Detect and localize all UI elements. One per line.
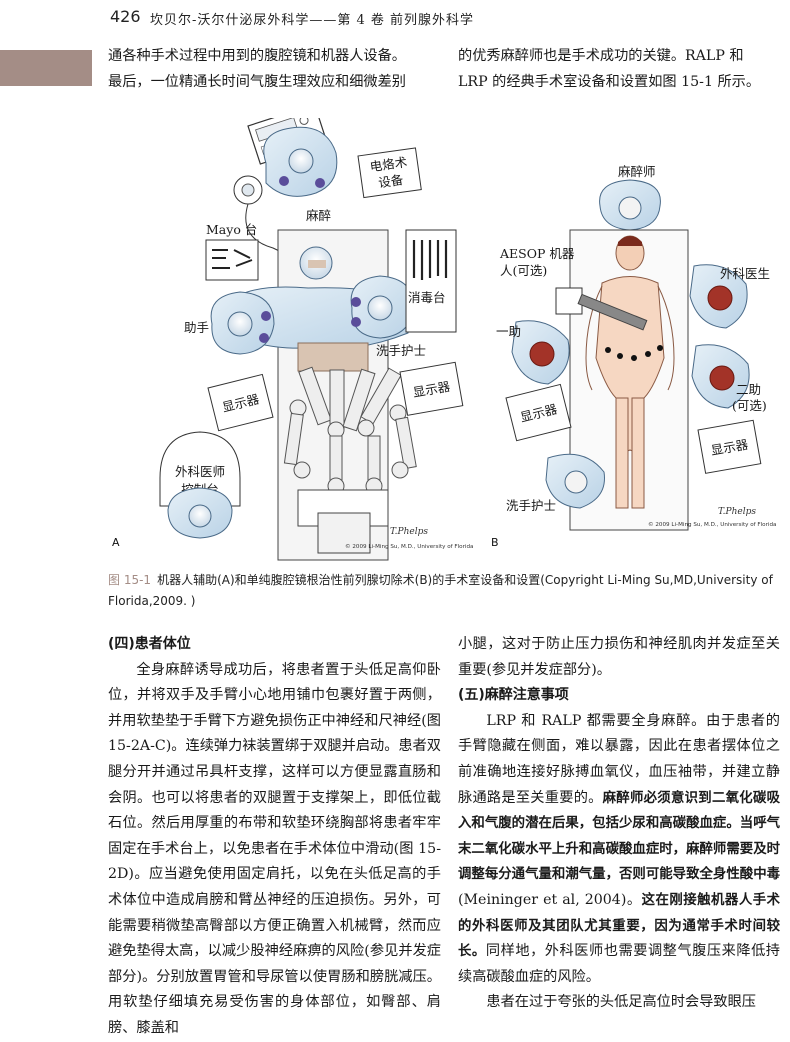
label-aesop-2: 人(可选) bbox=[500, 263, 547, 278]
signature-b: T.Phelps bbox=[718, 507, 756, 517]
label-scrub-nurse: 洗手护士 bbox=[376, 343, 426, 358]
label-console-1: 外科医师 bbox=[175, 464, 225, 479]
scrub-nurse-person bbox=[350, 275, 415, 339]
monitor-a-1: 显示器 bbox=[207, 373, 274, 432]
label-assistant: 助手 bbox=[184, 320, 209, 335]
label-cautery-1: 电烙术 bbox=[369, 154, 409, 174]
first-assistant-person bbox=[511, 320, 570, 385]
paragraph: LRP 和 RALP 都需要全身麻醉。由于患者的手臂隐藏在侧面，难以暴露，因此在… bbox=[458, 709, 780, 991]
text-line: 通各种手术过程中用到的腹腔镜和机器人设备。 bbox=[108, 48, 406, 64]
panel-b: 麻醉师 AESOP 机器 人(可选) bbox=[491, 164, 776, 549]
panel-a: 电烙术 设备 Mayo 台 麻醉 助手 bbox=[112, 103, 473, 561]
label-second-assist-2: (可选) bbox=[732, 398, 767, 413]
page-header: 426 坎贝尔-沃尔什泌尿外科学——第 4 卷 前列腺外科学 bbox=[0, 0, 790, 36]
surgeon-person bbox=[689, 264, 748, 329]
scrub-nurse-b-person bbox=[545, 453, 605, 509]
left-column: (四)患者体位 全身麻醉诱导成功后，将患者置于头低足高仰卧位，并将双手及手臂小心… bbox=[108, 632, 441, 1042]
top-right-text: 的优秀麻醉师也是手术成功的关键。RALP 和 LRP 的经典手术室设备和设置如图… bbox=[458, 44, 780, 95]
chapter-tab bbox=[0, 50, 92, 86]
aesop-base bbox=[555, 287, 583, 315]
monitor-a-2: 显示器 bbox=[399, 361, 464, 416]
section-heading-positioning: (四)患者体位 bbox=[108, 636, 191, 652]
figure-number: 图 15-1 bbox=[108, 573, 152, 587]
text-run: LRP 和 RALP 都需要全身麻醉。由于患者的手臂隐藏在侧面，难以暴露，因此在… bbox=[458, 712, 780, 806]
running-title: 坎贝尔-沃尔什泌尿外科学——第 4 卷 前列腺外科学 bbox=[150, 13, 475, 28]
text-line: LRP 的经典手术室设备和设置如图 15-1 所示。 bbox=[458, 73, 761, 90]
right-column: 小腿，这对于防止压力损伤和神经肌肉并发症至关重要(参见并发症部分)。 (五)麻醉… bbox=[458, 632, 780, 1016]
figure-15-1: 电烙术 设备 Mayo 台 麻醉 助手 bbox=[108, 103, 788, 568]
label-cautery-2: 设备 bbox=[377, 172, 404, 190]
top-left-text: 通各种手术过程中用到的腹腔镜和机器人设备。 最后，一位精通长时间气腹生理效应和细… bbox=[108, 44, 441, 95]
svg-text:显示器: 显示器 bbox=[412, 379, 452, 400]
section-heading-anesthesia: (五)麻醉注意事项 bbox=[458, 687, 569, 704]
paragraph: 患者在过于夸张的头低足高位时会导致眼压 bbox=[486, 994, 756, 1011]
port-sites bbox=[605, 345, 663, 361]
copyright-a: © 2009 Li-Ming Su, M.D., University of F… bbox=[345, 543, 473, 550]
bold-text-run: 这在刚接触机器人手术的外科医师及其团队尤其重要，因为通常手术时间较长。 bbox=[458, 892, 781, 960]
panel-letter-a: A bbox=[112, 536, 120, 549]
label-anesthesia: 麻醉 bbox=[306, 208, 331, 223]
label-anesthesiologist: 麻醉师 bbox=[618, 164, 656, 179]
text-line: 的优秀麻醉师也是手术成功的关键。RALP 和 bbox=[458, 48, 744, 64]
text-line: 最后，一位精通长时间气腹生理效应和细微差别 bbox=[108, 73, 406, 90]
anesthesia-person bbox=[263, 126, 338, 197]
label-sterile-table: 消毒台 bbox=[408, 290, 446, 305]
or-setup-illustration: 电烙术 设备 Mayo 台 麻醉 助手 bbox=[112, 103, 776, 561]
caption-text: 机器人辅助(A)和单纯腹腔镜根治性前列腺切除术(B)的手术室设备和设置(Copy… bbox=[108, 573, 773, 608]
sterile-table: 消毒台 bbox=[405, 229, 457, 333]
assistant-person bbox=[210, 291, 275, 355]
monitor-b-1: 显示器 bbox=[505, 383, 572, 442]
label-first-assist: 一助 bbox=[496, 324, 521, 339]
label-scrub-nurse-b: 洗手护士 bbox=[506, 498, 556, 513]
paragraph: 小腿，这对于防止压力损伤和神经肌肉并发症至关重要(参见并发症部分)。 bbox=[458, 636, 780, 678]
page-number: 426 bbox=[110, 7, 141, 26]
label-aesop-1: AESOP 机器 bbox=[499, 246, 575, 261]
citation: (Meininger et al, 2004)。 bbox=[458, 891, 642, 908]
surgeon-console: 外科医师 控制台 bbox=[159, 431, 241, 539]
svg-text:显示器: 显示器 bbox=[710, 437, 750, 458]
label-surgeon: 外科医生 bbox=[720, 266, 770, 281]
label-second-assist-1: 二助 bbox=[736, 382, 761, 397]
text-run: 同样地，外科医师也需要调整气腹压来降低持续高碳酸血症的风险。 bbox=[458, 943, 780, 985]
aesop-arm bbox=[577, 293, 648, 331]
mayo-table bbox=[205, 239, 259, 281]
monitor-b-2: 显示器 bbox=[697, 419, 762, 474]
panel-letter-b: B bbox=[491, 536, 499, 549]
second-assistant-person bbox=[691, 344, 750, 409]
label-mayo: Mayo 台 bbox=[206, 222, 257, 237]
paragraph: 全身麻醉诱导成功后，将患者置于头低足高仰卧位，并将双手及手臂小心地用铺巾包裹好置… bbox=[108, 661, 441, 1036]
robot-arms bbox=[283, 342, 417, 554]
anesthesiologist-person bbox=[599, 179, 661, 231]
cautery-label-box: 电烙术 设备 bbox=[357, 147, 422, 199]
copyright-b: © 2009 Li-Ming Su, M.D., University of F… bbox=[648, 521, 776, 528]
signature-a: T.Phelps bbox=[390, 527, 428, 537]
bold-text-run: 麻醉师必须意识到二氧化碳吸入和气腹的潜在后果，包括少尿和高碳酸血症。当呼气末二氧… bbox=[458, 790, 780, 883]
